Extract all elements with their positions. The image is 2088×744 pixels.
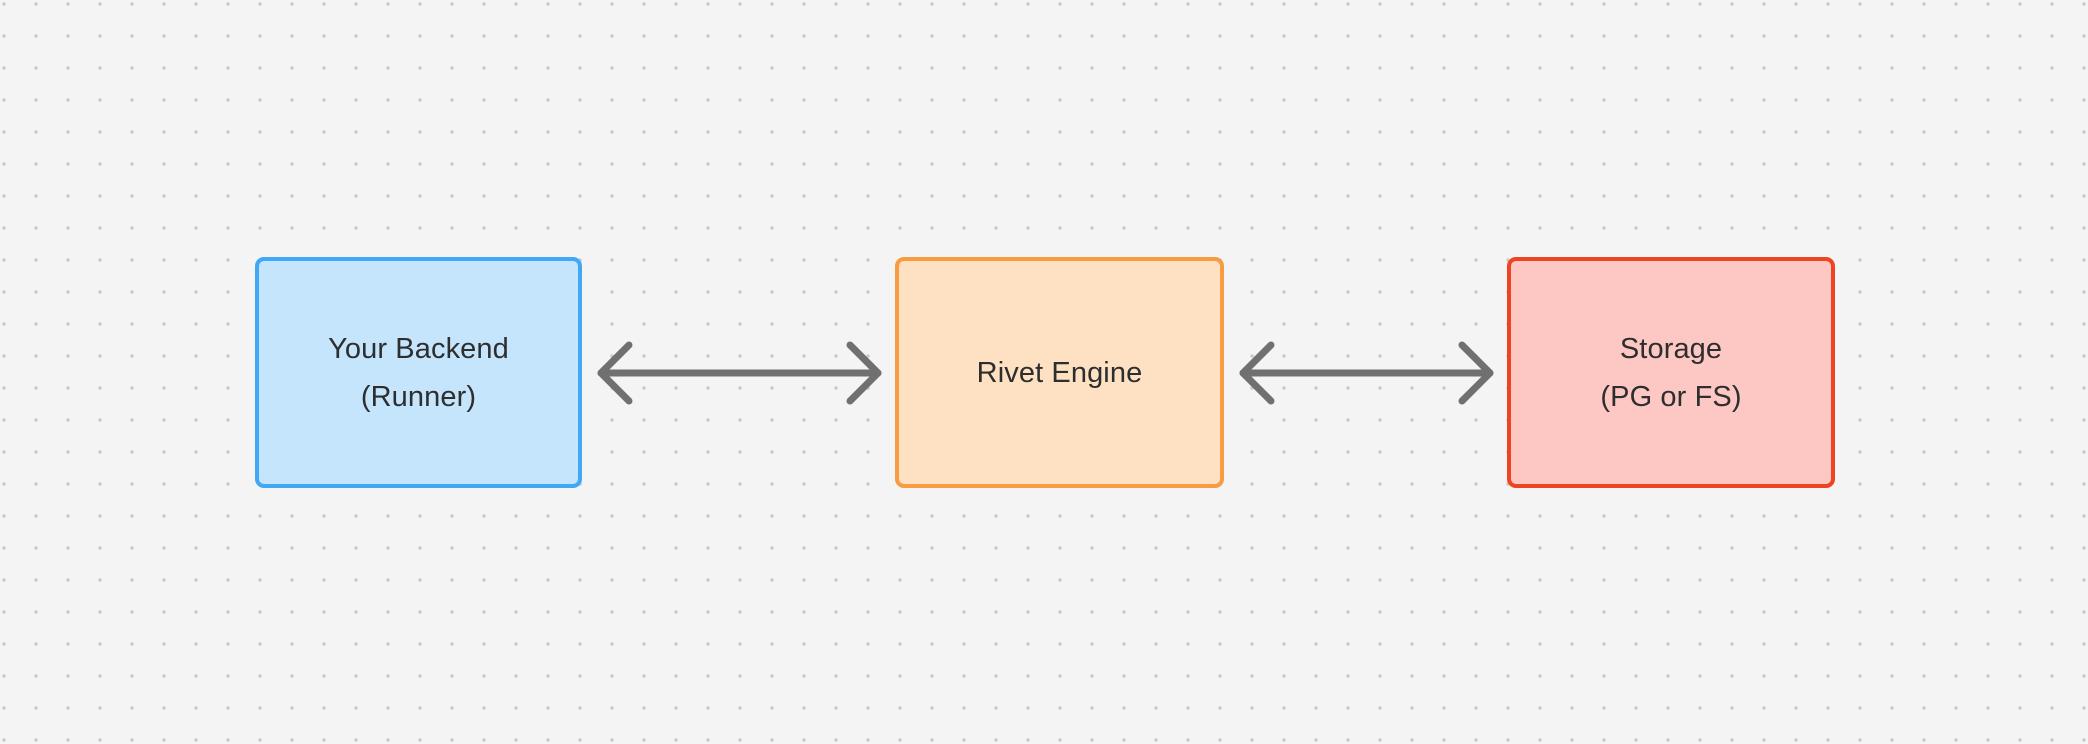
- arrowhead-left-engine-storage: [1239, 341, 1275, 405]
- node-storage-label-line2: (PG or FS): [1600, 380, 1742, 413]
- arrowhead-right-backend-engine: [846, 341, 882, 405]
- arrowhead-left-backend-engine: [597, 341, 633, 405]
- node-storage[interactable]: Storage (PG or FS): [1507, 257, 1835, 488]
- node-rivet-engine[interactable]: Rivet Engine: [895, 257, 1224, 488]
- node-your-backend-label-line2: (Runner): [360, 380, 477, 413]
- arrowhead-right-engine-storage: [1458, 341, 1494, 405]
- node-your-backend[interactable]: Your Backend (Runner): [255, 257, 582, 488]
- node-rivet-engine-label-line1: Rivet Engine: [976, 356, 1143, 389]
- node-your-backend-label-line1: Your Backend: [328, 332, 509, 365]
- node-storage-label-line1: Storage: [1619, 332, 1723, 365]
